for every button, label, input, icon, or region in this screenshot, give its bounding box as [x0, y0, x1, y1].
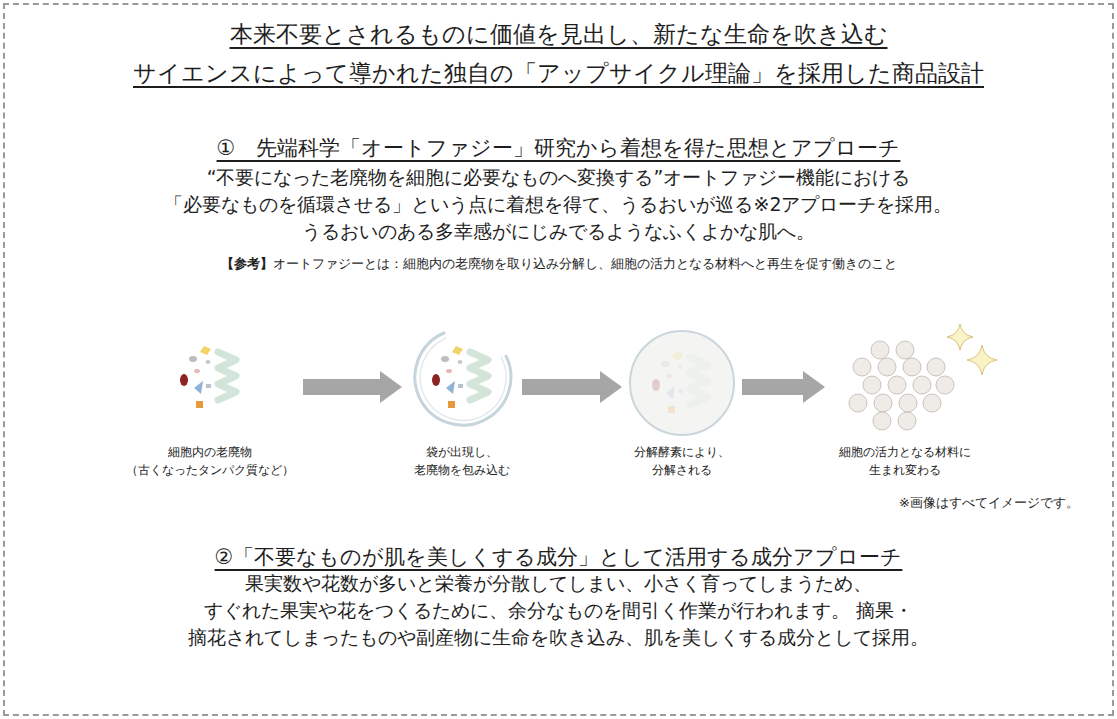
- stage-caption: 分解酵素により、 分解される: [626, 443, 738, 479]
- reference-note: オートファジーとは：細胞内の老廃物を取り込み分解し、細胞の活力となる材料へと再生…: [273, 256, 897, 271]
- title-block: 本来不要とされるものに価値を見出し、新たな生命を吹き込む サイエンスによって導か…: [0, 15, 1117, 93]
- flow-arrow: [522, 371, 622, 403]
- flow-arrow: [742, 371, 825, 403]
- process-stage: 分解酵素により、 分解される: [626, 338, 738, 479]
- section-heading: ②「不要なものが肌を美しくする成分」として活用する成分アプローチ: [215, 545, 903, 569]
- body-text: “不要になった老廃物を細胞に必要なものへ変換する”オートファジー機能における 「…: [164, 166, 952, 242]
- stage-caption: 細胞の活力となる材料に 生まれ変わる: [829, 443, 981, 479]
- image-note-block: ※画像はすべてイメージです。: [0, 494, 1079, 512]
- reference-note-block: 【参考】オートファジーとは：細胞内の老廃物を取り込み分解し、細胞の活力となる材料…: [0, 255, 1117, 273]
- body-text-block: “不要になった老廃物を細胞に必要なものへ変換する”オートファジー機能における 「…: [0, 164, 1117, 245]
- section-heading-line: ②「不要なものが肌を美しくする成分」として活用する成分アプローチ: [215, 543, 903, 571]
- process-stage: 細胞内の老廃物 （古くなったタンパク質など）: [121, 338, 299, 479]
- body-text-line: “不要になった老廃物を細胞に必要なものへ変換する”オートファジー機能における 「…: [144, 164, 974, 245]
- image-note: ※画像はすべてイメージです。: [899, 495, 1079, 510]
- section-heading-line: ① 先端科学「オートファジー」研究から着想を得た思想とアプローチ: [217, 134, 901, 162]
- section-heading-block: ②「不要なものが肌を美しくする成分」として活用する成分アプローチ: [0, 543, 1117, 571]
- stage-caption: 細胞内の老廃物 （古くなったタンパク質など）: [121, 443, 299, 479]
- body-text-block: 果実数や花数が多いと栄養が分散してしまい、小さく育ってしまうため、 すぐれた果実…: [0, 570, 1117, 651]
- process-stage: 袋が出現し、 老廃物を包み込む: [406, 338, 518, 479]
- process-stage: 細胞の活力となる材料に 生まれ変わる: [829, 338, 981, 479]
- body-text-line: 果実数や花数が多いと栄養が分散してしまい、小さく育ってしまうため、 すぐれた果実…: [144, 570, 974, 651]
- section-heading-block: ① 先端科学「オートファジー」研究から着想を得た思想とアプローチ: [0, 134, 1117, 162]
- reference-note: 【参考】: [221, 256, 273, 271]
- section-heading: ① 先端科学「オートファジー」研究から着想を得た思想とアプローチ: [217, 136, 901, 160]
- flow-arrow: [303, 371, 402, 403]
- body-text: 果実数や花数が多いと栄養が分散してしまい、小さく育ってしまうため、 すぐれた果実…: [188, 572, 929, 648]
- title: 本来不要とされるものに価値を見出し、新たな生命を吹き込む サイエンスによって導か…: [119, 15, 999, 93]
- reference-note-line: 【参考】オートファジーとは：細胞内の老廃物を取り込み分解し、細胞の活力となる材料…: [221, 255, 897, 273]
- stage-caption: 袋が出現し、 老廃物を包み込む: [406, 443, 518, 479]
- image-note-line: ※画像はすべてイメージです。: [899, 494, 1079, 512]
